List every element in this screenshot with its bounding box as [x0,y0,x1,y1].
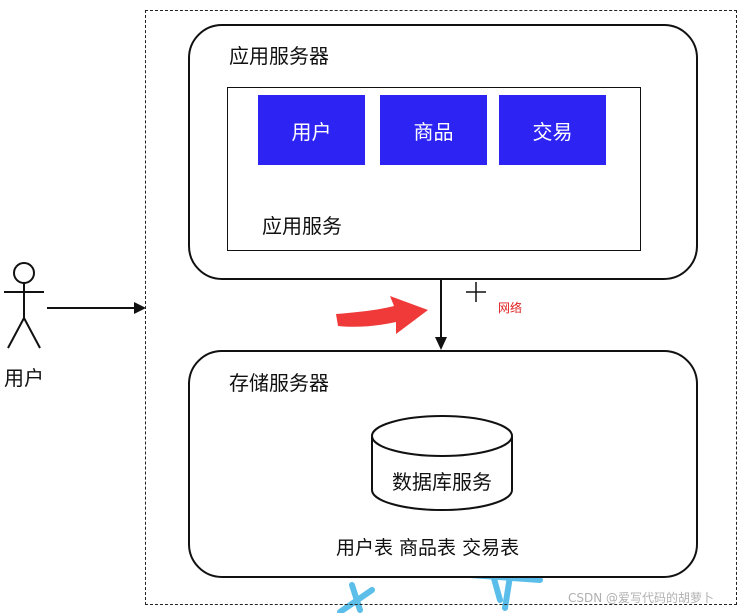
app-server-title: 应用服务器 [229,44,329,68]
storage-server-title: 存储服务器 [229,371,329,395]
user-figure-icon [4,262,44,349]
network-arrow [435,280,447,350]
crosshair-cursor-icon [466,282,486,302]
csdn-watermark: CSDN @爱写代码的胡萝卜 [568,591,715,605]
database-cylinder-icon [371,415,513,511]
user-access-arrow [47,302,146,314]
module-user: 用户 [258,95,365,165]
red-pointer-arrow-icon [336,296,428,334]
tables-label: 用户表 商品表 交易表 [336,537,520,559]
user-label: 用户 [4,366,44,390]
network-label: 网络 [498,301,523,315]
module-trade: 交易 [499,95,606,165]
module-goods: 商品 [380,95,487,165]
deployment-boundary [145,10,737,605]
database-service-label: 数据库服务 [392,470,492,494]
app-service-label: 应用服务 [262,214,342,238]
